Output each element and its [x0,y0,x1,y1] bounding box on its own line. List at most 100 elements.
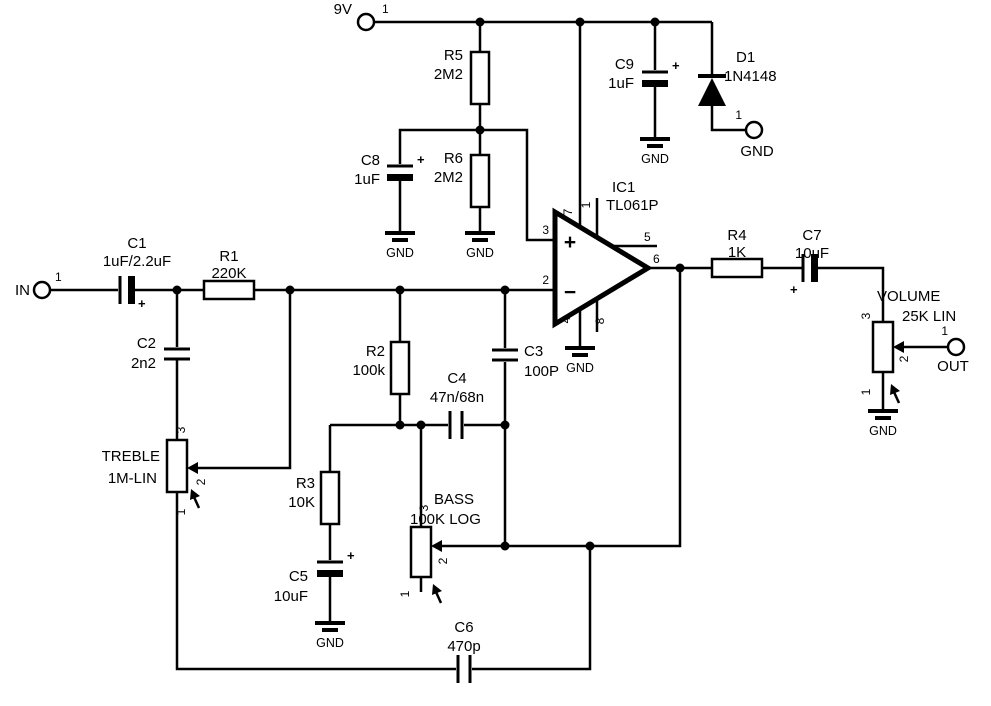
treble-pin1-label: 1 [174,508,188,515]
terminal-in-pad [32,280,52,300]
gnd-symbol-c5 [313,621,347,632]
r1-ref-label: R1 [219,248,238,265]
opamp-ic1: + − IC1 TL061P 3 2 7 1 5 6 4 8 [542,179,660,329]
treble-name-label: TREBLE [102,448,160,465]
capacitor-c8: + C8 1uF [354,152,425,188]
terminal-in-pin: 1 [55,270,62,284]
resistor-r2: R2 100k [352,340,411,396]
c2-ref-label: C2 [137,335,156,352]
c6-ref-label: C6 [454,619,473,636]
volume-wiper-arrow [893,341,904,353]
bass-wiper-arrow [431,540,442,552]
capacitor-c5: + C5 10uF [274,548,355,605]
pot-bass: 3 1 2 BASS 100K LOG [398,491,481,605]
c5-ref-label: C5 [289,568,308,585]
opamp-pin8-label: 8 [593,317,607,324]
opamp-pin6-label: 6 [653,252,660,266]
opamp-pin4-label: 4 [559,316,573,323]
c7-plus-mark: + [790,282,798,297]
terminal-gnd-pin: 1 [735,108,742,122]
treble-adjust-arrow [188,487,202,510]
opamp-pin5-label: 5 [644,230,651,244]
r3-value-label: 10K [288,494,315,511]
terminal-in: IN 1 [15,270,62,300]
resistor-r5: R5 2M2 [434,47,491,106]
terminal-gnd-pad [744,120,764,140]
bass-name-label: BASS [434,491,474,508]
capacitor-c2: C2 2n2 [131,335,190,372]
terminal-out-label: OUT [937,358,969,375]
volume-pin2-label: 2 [897,355,911,362]
opamp-triangle [552,207,653,329]
treble-pin3-label: 3 [174,426,188,433]
c4-value-label: 47n/68n [430,389,484,406]
c6-value-label: 470p [447,638,480,655]
ic1-ref-label: IC1 [612,179,635,196]
capacitor-c9: + C9 1uF [608,56,680,92]
terminal-9v-pin: 1 [382,2,389,16]
c1-ref-label: C1 [127,235,146,252]
r5-value-label: 2M2 [434,66,463,83]
diode-d1: D1 1N4148 [698,49,777,106]
bass-adjust-arrow [430,582,444,605]
gnd-symbol-c9 [638,137,672,148]
terminal-in-label: IN [15,282,30,299]
opamp-pin7-label: 7 [561,208,575,215]
gnd-label-c8: GND [386,246,414,260]
gnd-label-opamp: GND [566,361,594,375]
c8-value-label: 1uF [354,171,380,188]
c9-ref-label: C9 [615,56,634,73]
gnd-symbol-r6 [463,231,497,242]
capacitor-c3: C3 100P [492,343,559,380]
terminal-out-pin: 1 [941,324,948,338]
r5-ref-label: R5 [444,47,463,64]
opamp-plus-sign: + [564,231,576,254]
opamp-minus-sign: − [564,281,576,304]
c7-ref-label: C7 [802,227,821,244]
r2-ref-label: R2 [366,343,385,360]
volume-name-label: VOLUME [877,288,940,305]
c5-value-label: 10uF [274,588,308,605]
c1-value-label: 1uF/2.2uF [103,253,171,270]
c4-ref-label: C4 [447,370,466,387]
resistor-r6: R6 2M2 [434,150,491,209]
c3-value-label: 100P [524,363,559,380]
treble-pin2-label: 2 [194,478,208,485]
opamp-pin2-label: 2 [542,273,549,287]
volume-pin1-label: 1 [859,388,873,395]
r2-value-label: 100k [352,362,385,379]
gnd-symbol-volume [866,409,900,420]
terminal-out: 1 OUT [937,324,969,375]
resistor-r1: R1 220K [202,248,256,301]
terminal-gnd-label: GND [740,143,774,160]
gnd-label-volume: GND [869,424,897,438]
opamp-pin3-label: 3 [542,223,549,237]
gnd-symbol-opamp [563,346,597,357]
treble-wiper-arrow [187,462,198,474]
terminal-9v-label: 9V [334,1,352,18]
bass-pin3-label: 3 [417,504,431,511]
wires [50,20,948,671]
capacitor-c6: C6 470p [447,619,481,683]
bass-pin1-label: 1 [398,590,412,597]
bass-pin2-label: 2 [436,557,450,564]
r4-ref-label: R4 [727,227,746,244]
volume-pin3-label: 3 [859,312,873,319]
c9-plus-mark: + [672,58,680,73]
ground-symbols: GND GND GND GND GND GND [313,137,900,650]
c2-value-label: 2n2 [131,355,156,372]
r1-value-label: 220K [211,265,246,282]
volume-adjust-arrow [888,382,902,405]
gnd-label-r6: GND [466,246,494,260]
gnd-label-c9: GND [641,152,669,166]
c1-plus-mark: + [138,296,146,311]
terminal-9v-pad [356,12,376,32]
r6-value-label: 2M2 [434,169,463,186]
volume-value-label: 25K LIN [902,308,956,325]
ic1-part-label: TL061P [606,197,659,214]
d1-ref-label: D1 [736,49,755,66]
bass-value-label: 100K LOG [410,511,481,528]
terminal-9v: 9V 1 [334,1,389,32]
